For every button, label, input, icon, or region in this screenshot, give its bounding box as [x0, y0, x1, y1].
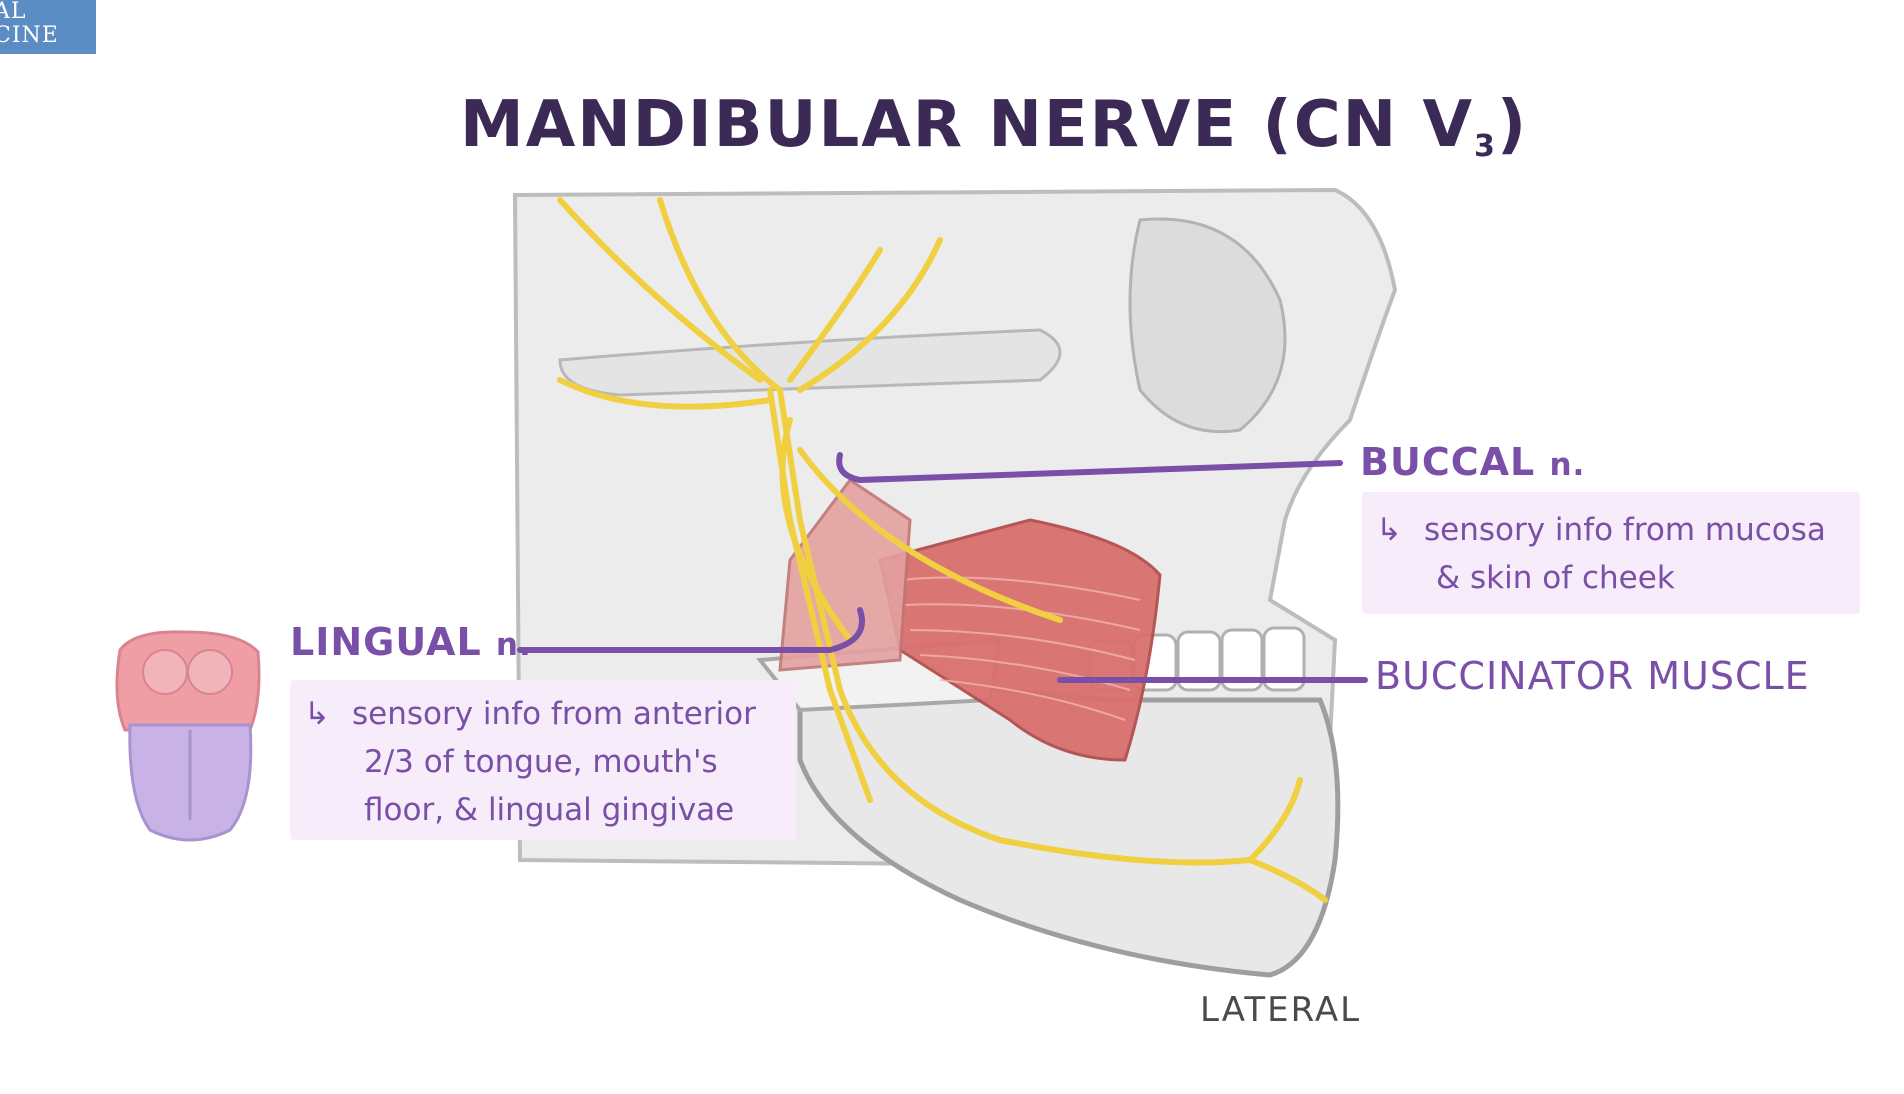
hook-arrow-icon: ↳ — [1376, 512, 1402, 548]
buccal-leader-line — [836, 452, 1343, 484]
buccinator-muscle — [878, 518, 1162, 762]
lingual-nerve-label: LINGUAL n. — [290, 620, 532, 664]
hook-arrow-icon: ↳ — [304, 696, 330, 732]
lingual-nerve-name: LINGUAL — [290, 620, 482, 664]
buccal-desc-line-1: ↳sensory info from mucosa — [1376, 506, 1846, 554]
lingual-desc-line-2: 2/3 of tongue, mouth's — [364, 744, 718, 780]
logo-line-1: AL — [0, 0, 27, 24]
buccal-desc-line-2: & skin of cheek — [1436, 560, 1675, 596]
title-main: MANDIBULAR NERVE (CN V — [460, 88, 1475, 162]
title-close: ) — [1496, 88, 1529, 162]
buccinator-muscle-label: BUCCINATOR MUSCLE — [1375, 654, 1810, 698]
buccal-description-box: ↳sensory info from mucosa & skin of chee… — [1362, 492, 1860, 614]
buccal-nerve-label: BUCCAL n. — [1360, 440, 1585, 484]
title-subscript: 3 — [1474, 129, 1497, 164]
logo-line-2: CINE — [0, 23, 59, 48]
buccal-nerve-suffix: n. — [1549, 447, 1586, 483]
logo-badge: AL CINE — [0, 0, 96, 54]
lingual-leader-line — [517, 607, 865, 653]
lingual-nerve-suffix: n. — [495, 627, 532, 663]
mandibular-nerve — [557, 197, 1328, 903]
buccal-nerve-name: BUCCAL — [1360, 440, 1536, 484]
lingual-description-box: ↳sensory info from anterior 2/3 of tongu… — [290, 680, 796, 840]
view-label: LATERAL — [1200, 990, 1362, 1030]
orbit — [1128, 217, 1287, 434]
lingual-desc-line-3: floor, & lingual gingivae — [364, 792, 735, 828]
tongue-illustration — [115, 630, 261, 842]
page-title: MANDIBULAR NERVE (CN V3) — [460, 88, 1528, 164]
lingual-desc-line-1: ↳sensory info from anterior — [304, 690, 782, 738]
